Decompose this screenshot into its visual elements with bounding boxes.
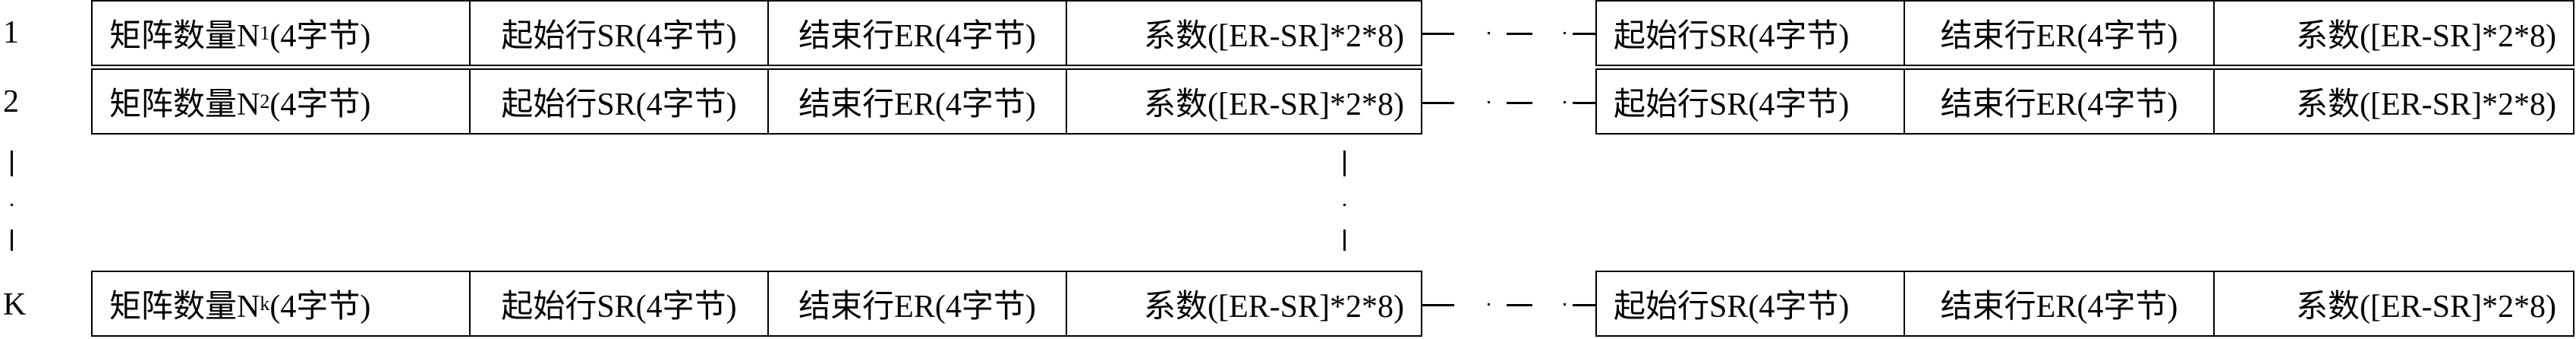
start-row-cell-repeat: 起始行SR(4字节) [1595, 0, 1905, 66]
matrix-count-prefix: 矩阵数量N [109, 19, 260, 54]
connector-line [1422, 304, 1454, 306]
coefficient-cell: 系数([ER-SR]*2*8) [1066, 0, 1422, 66]
ellipsis-tick [1343, 230, 1346, 251]
connector-line [1507, 304, 1532, 306]
connector-line [1573, 304, 1597, 306]
coefficient-cell-repeat: 系数([ER-SR]*2*8) [2213, 68, 2574, 135]
ellipsis-dot [1343, 204, 1346, 206]
ellipsis-dot [11, 204, 13, 206]
end-row-cell: 结束行ER(4字节) [767, 68, 1067, 135]
ellipsis-dot [1488, 101, 1490, 103]
end-row-cell-repeat: 结束行ER(4字节) [1904, 271, 2215, 337]
matrix-count-prefix: 矩阵数量N [109, 290, 260, 325]
end-row-cell-repeat: 结束行ER(4字节) [1904, 68, 2215, 135]
matrix-count-subscript: 2 [260, 90, 270, 112]
coefficient-cell-repeat: 系数([ER-SR]*2*8) [2213, 271, 2574, 337]
matrix-count-suffix: (4字节) [269, 87, 371, 122]
row-label: 1 [3, 15, 19, 50]
row-label: K [3, 287, 27, 322]
connector-line [1573, 33, 1597, 35]
matrix-count-prefix: 矩阵数量N [109, 87, 260, 122]
ellipsis-dot [1488, 32, 1490, 34]
coefficient-cell-repeat: 系数([ER-SR]*2*8) [2213, 0, 2574, 66]
ellipsis-tick [11, 150, 13, 176]
connector-line [1573, 102, 1597, 104]
end-row-cell: 结束行ER(4字节) [767, 271, 1067, 337]
coefficient-cell: 系数([ER-SR]*2*8) [1066, 68, 1422, 135]
row-label: 2 [3, 84, 19, 119]
ellipsis-dot [1488, 303, 1490, 306]
matrix-count-suffix: (4字节) [269, 290, 371, 325]
matrix-count-suffix: (4字节) [269, 19, 371, 54]
connector-line [1422, 33, 1454, 35]
ellipsis-dot [1564, 101, 1566, 103]
ellipsis-dot [1564, 32, 1566, 34]
coefficient-cell: 系数([ER-SR]*2*8) [1066, 271, 1422, 337]
start-row-cell: 起始行SR(4字节) [469, 271, 769, 337]
matrix-count-subscript: 1 [260, 21, 270, 44]
start-row-cell-repeat: 起始行SR(4字节) [1595, 271, 1905, 337]
start-row-cell: 起始行SR(4字节) [469, 0, 769, 66]
connector-line [1507, 33, 1532, 35]
start-row-cell: 起始行SR(4字节) [469, 68, 769, 135]
ellipsis-tick [1343, 150, 1346, 176]
end-row-cell: 结束行ER(4字节) [767, 0, 1067, 66]
ellipsis-tick [11, 230, 13, 251]
start-row-cell-repeat: 起始行SR(4字节) [1595, 68, 1905, 135]
connector-line [1422, 102, 1454, 104]
end-row-cell-repeat: 结束行ER(4字节) [1904, 0, 2215, 66]
connector-line [1507, 102, 1532, 104]
ellipsis-dot [1564, 303, 1566, 306]
matrix-count-subscript: k [260, 292, 270, 315]
